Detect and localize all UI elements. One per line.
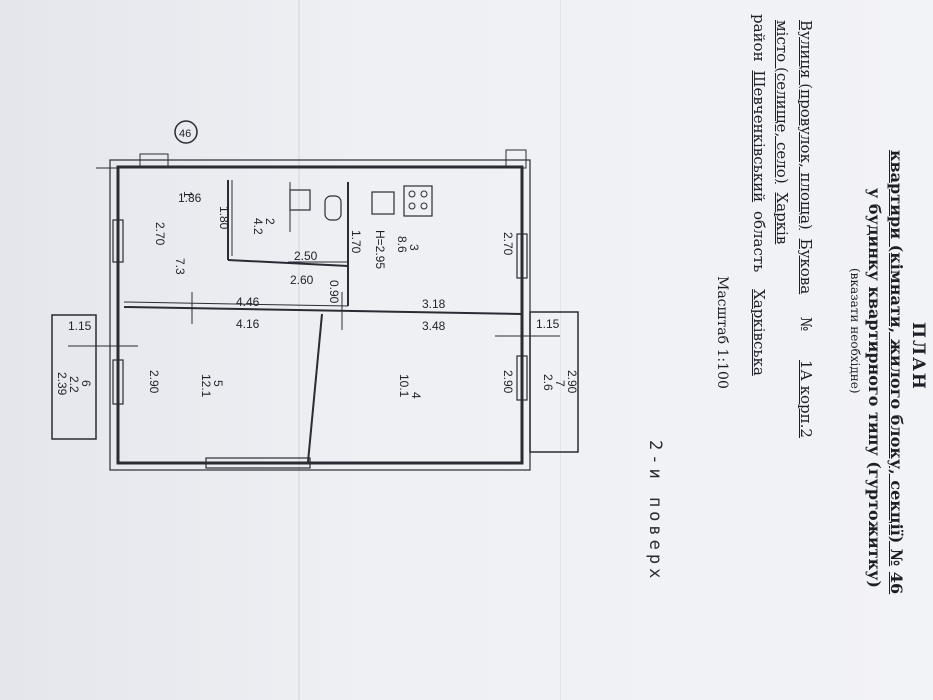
dim-3-48: 3.48 — [422, 319, 446, 333]
room-7-number: 7 — [553, 380, 567, 387]
wall-rooms-4-5 — [307, 313, 323, 463]
paper-fold — [560, 0, 561, 700]
room-3-area: 8.6 — [395, 236, 409, 253]
room-1-area: 7.3 — [173, 258, 187, 275]
room-2-number: 2 — [263, 218, 277, 225]
wall-horizontal-inner — [123, 301, 349, 307]
balcony-7 — [529, 311, 579, 453]
dim-1-86: 1.86 — [178, 191, 202, 205]
room-5-area: 12.1 — [199, 374, 213, 398]
dim-2-70-right: 2.70 — [501, 232, 515, 256]
outer-wall-outline — [109, 159, 531, 471]
sink-fixture — [371, 191, 395, 215]
room-4-area: 10.1 — [397, 374, 411, 398]
plan-walls — [51, 149, 579, 471]
stub — [139, 153, 169, 169]
dim-4-16: 4.16 — [236, 317, 260, 331]
paper-fold — [298, 0, 300, 700]
dim-0-90: 0.90 — [327, 280, 341, 304]
burner — [420, 190, 428, 198]
plan-labels: 1 7.3 2 4.2 3 8.6 H=2.95 4 10.1 5 12.1 6… — [55, 191, 579, 399]
dim-3-18: 3.18 — [422, 297, 446, 311]
dim-1-15-left: 1.15 — [68, 319, 92, 333]
apartment-marker-circle — [174, 120, 198, 144]
room-7-area: 2.6 — [541, 374, 555, 391]
room-3-number: 3 — [407, 244, 421, 251]
room-7-extra: 2.90 — [565, 370, 579, 394]
outer-wall — [116, 165, 524, 465]
room-6-number: 6 — [79, 380, 93, 387]
window — [516, 233, 528, 279]
room-2-area: 4.2 — [251, 218, 265, 235]
window — [112, 359, 124, 405]
burner — [408, 202, 416, 210]
apartment-marker-text: 46 — [179, 128, 191, 140]
dim-4-46: 4.46 — [236, 295, 260, 309]
wall-horizontal — [123, 306, 523, 315]
wall-room-2-bottom — [227, 259, 349, 267]
room-6-area: 2.2 — [67, 376, 81, 393]
bath-fixture — [289, 189, 311, 211]
dim-2-90-right: 2.90 — [501, 370, 515, 394]
room-3-height: H=2.95 — [373, 230, 387, 269]
window — [112, 219, 124, 263]
window — [205, 457, 311, 469]
dim-1-15-right: 1.15 — [536, 317, 560, 331]
dim-2-70-left: 2.70 — [153, 222, 167, 246]
dim-2-60: 2.60 — [290, 273, 314, 287]
toilet-fixture — [324, 195, 342, 221]
room-1-number: 1 — [181, 191, 195, 198]
dim-2-50: 2.50 — [294, 249, 318, 263]
dim-1-70: 1.70 — [349, 230, 363, 254]
room-5-number: 5 — [211, 380, 225, 387]
room-6-extra: 2.39 — [55, 372, 69, 396]
balcony-6 — [51, 314, 97, 440]
dim-2-90-left: 2.90 — [147, 370, 161, 394]
dim-1-80: 1.80 — [217, 206, 231, 230]
stub — [505, 149, 527, 169]
burner — [420, 202, 428, 210]
room-4-number: 4 — [409, 392, 423, 399]
stove-fixture — [403, 185, 433, 217]
burner — [408, 190, 416, 198]
window — [516, 355, 528, 401]
